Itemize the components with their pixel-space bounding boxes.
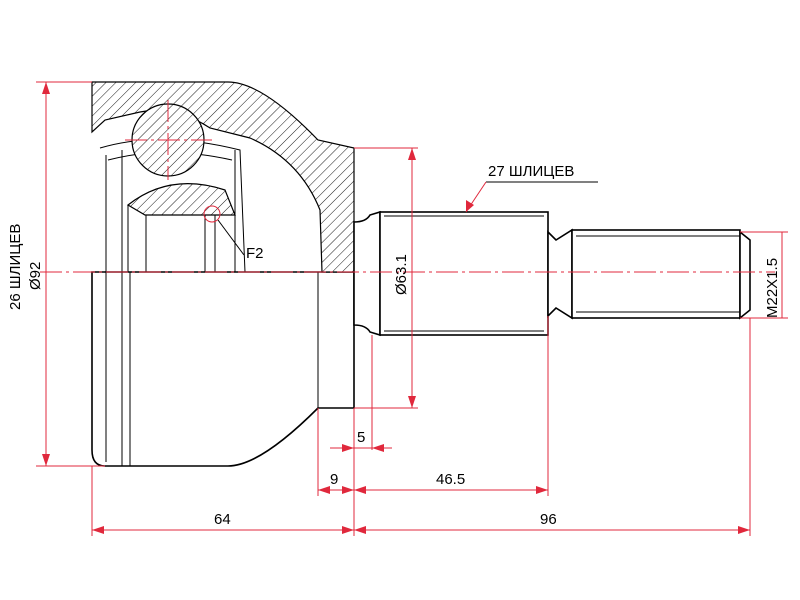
detail-f2-leader [217,219,245,256]
arrow-46-5-left [354,486,366,494]
arrow-46-5-right [536,486,548,494]
arrow-5-right [372,444,384,452]
shaft-tip [739,230,751,320]
spline-section [379,211,549,336]
shaft-neck [353,210,381,337]
arrow-92-bottom [42,454,50,466]
shaft-taper [547,228,573,320]
dimensions: Ø92 26 ШЛИЦЕВ Ø63.1 M22X1.5 27 ШЛИЦЕВ 5 [7,81,788,536]
shaft [353,210,751,337]
housing-upper-section [91,81,355,273]
threaded-section [571,229,741,319]
spline-length-label: 46.5 [436,471,465,488]
arrow-64-right [342,526,354,534]
arrow-64-left [92,526,104,534]
body-length-label: 64 [214,511,231,528]
arrow-5-left [342,444,354,452]
arrow-63-bottom [408,396,416,408]
housing: F2 [91,81,355,467]
right-splines-arrow [466,200,474,212]
gap-5-label: 5 [357,429,365,446]
arrow-96-right [738,526,750,534]
arrow-9-left [318,486,330,494]
arrow-9-right [342,486,354,494]
neck-diameter-label: Ø63.1 [393,254,410,295]
outer-diameter-label: Ø92 [27,262,44,290]
arrow-96-left [354,526,366,534]
thread-label: M22X1.5 [764,258,781,318]
arrow-92-top [42,82,50,94]
left-splines-label: 26 ШЛИЦЕВ [7,224,24,310]
housing-lower-body [91,271,355,467]
arrow-63-top [408,148,416,160]
gap-9-label: 9 [330,471,338,488]
detail-f2-marker [203,205,221,223]
right-splines-label: 27 ШЛИЦЕВ [488,163,574,180]
detail-f2-label: F2 [246,245,264,262]
shaft-length-label: 96 [540,511,557,528]
